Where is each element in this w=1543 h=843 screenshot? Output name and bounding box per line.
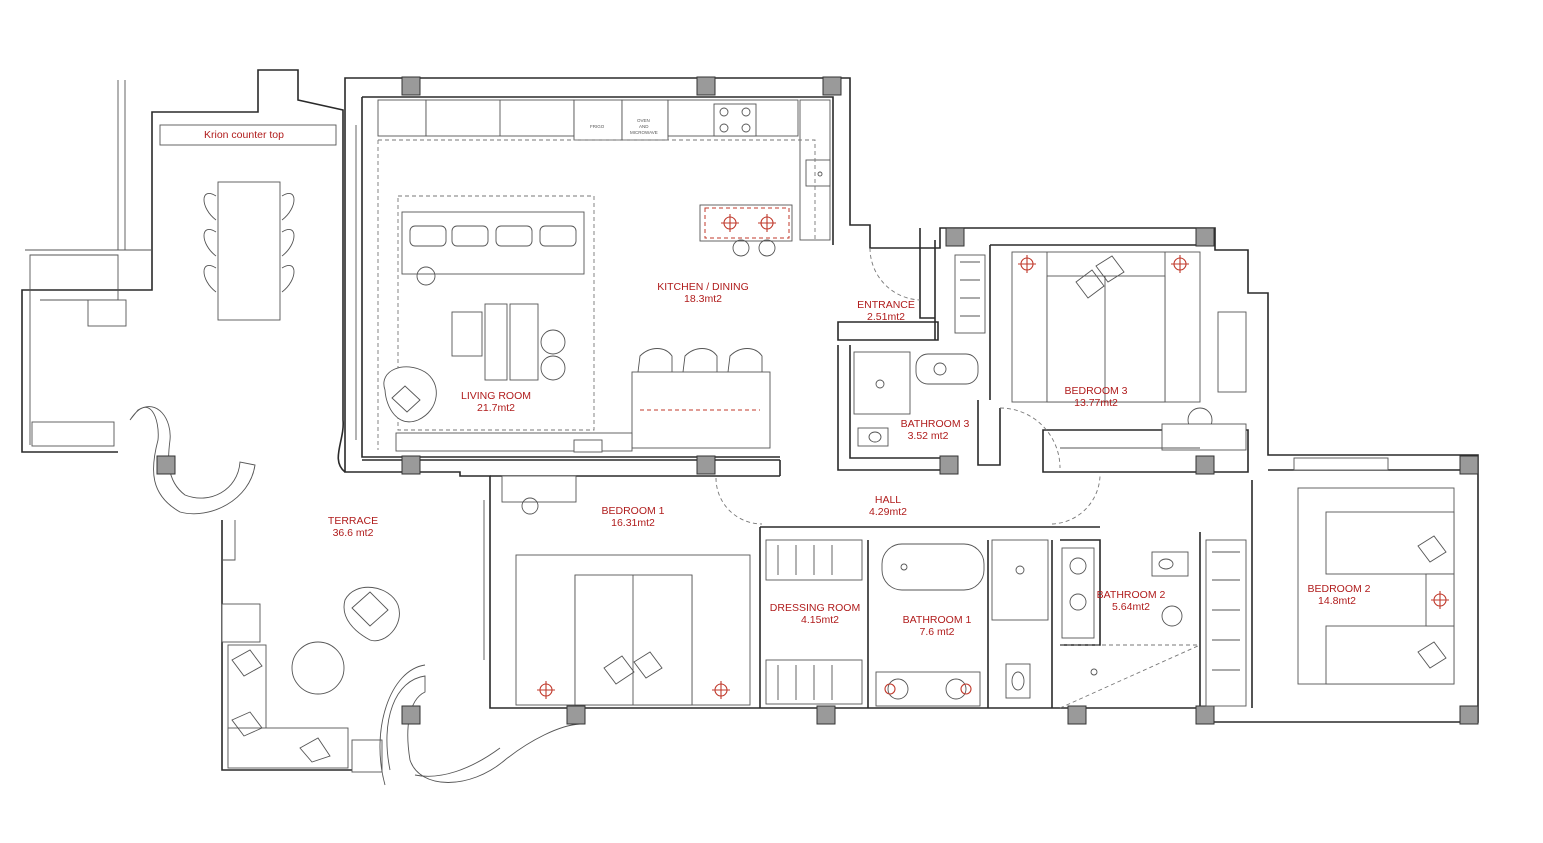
terrace-furniture: Krion counter top xyxy=(159,124,400,763)
living-room-area: 21.7mt2 xyxy=(477,402,515,414)
bathroom1-name: BATHROOM 1 xyxy=(903,614,972,626)
kitchen-fixtures: FRIGO OVEN AND MICROWAVE xyxy=(377,99,831,453)
oven-label-3: MICROWAVE xyxy=(630,130,658,135)
entrance-bath3-fixtures xyxy=(853,247,1061,469)
bedroom1-name: BEDROOM 1 xyxy=(601,505,664,517)
bedroom2-area: 14.8mt2 xyxy=(1318,595,1356,607)
terrace-area: 36.6 mt2 xyxy=(333,527,374,539)
bathroom3-area: 3.52 mt2 xyxy=(908,430,949,442)
oven-label-1: OVEN xyxy=(637,118,650,123)
bedroom1-furniture xyxy=(483,475,763,706)
bedroom3-furniture xyxy=(954,251,1247,451)
dressing-area: 4.15mt2 xyxy=(801,614,839,626)
bathroom1-area: 7.6 mt2 xyxy=(919,626,954,638)
structural-columns xyxy=(156,76,1479,725)
room-labels: KITCHEN / DINING 18.3mt2 ENTRANCE 2.51mt… xyxy=(328,281,1371,638)
hall-area: 4.29mt2 xyxy=(869,506,907,518)
bathroom2-name: BATHROOM 2 xyxy=(1097,589,1166,601)
bathroom2-area: 5.64mt2 xyxy=(1112,601,1150,613)
living-room-furniture xyxy=(355,125,595,440)
bedroom3-area: 13.77mt2 xyxy=(1074,397,1118,409)
entrance-name: ENTRANCE xyxy=(857,299,915,311)
bedroom3-name: BEDROOM 3 xyxy=(1064,385,1127,397)
bathroom3-name: BATHROOM 3 xyxy=(901,418,970,430)
oven-label-2: AND xyxy=(639,124,649,129)
bedroom1-area: 16.31mt2 xyxy=(611,517,655,529)
entrance-area: 2.51mt2 xyxy=(867,311,905,323)
krion-counter-label: Krion counter top xyxy=(204,129,284,141)
living-room-name: LIVING ROOM xyxy=(461,390,531,402)
terrace-name: TERRACE xyxy=(328,515,378,527)
bedroom2-furniture xyxy=(1293,457,1455,685)
dressing-name: DRESSING ROOM xyxy=(770,602,860,614)
hall-name: HALL xyxy=(875,494,901,506)
bedroom2-name: BEDROOM 2 xyxy=(1307,583,1370,595)
frigo-label: FRIGO xyxy=(590,124,605,129)
kitchen-name: KITCHEN / DINING xyxy=(657,281,749,293)
kitchen-area: 18.3mt2 xyxy=(684,293,722,305)
bathroom-fixtures xyxy=(765,475,1247,709)
